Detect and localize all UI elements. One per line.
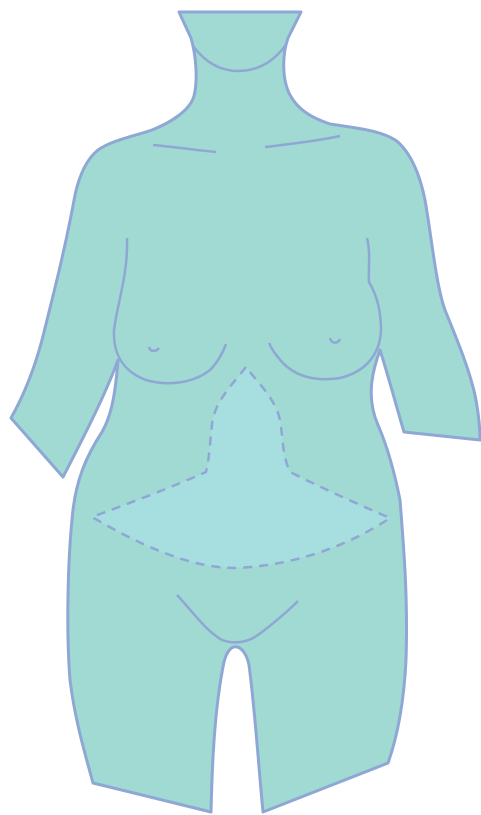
diagram-canvas <box>0 0 481 815</box>
torso-diagram <box>0 0 481 815</box>
